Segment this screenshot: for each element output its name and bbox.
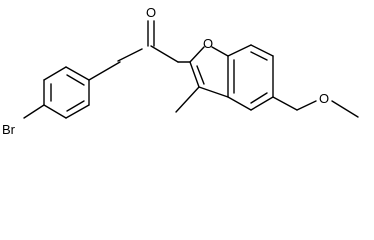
bond <box>23 104 45 119</box>
bond <box>150 45 179 63</box>
molecule-drawing: O O O Br <box>2 5 359 137</box>
bond <box>250 51 268 61</box>
atom-label-bromine: Br <box>2 122 16 137</box>
bond <box>189 61 200 88</box>
bond <box>196 65 205 85</box>
bond <box>175 86 200 113</box>
bonds <box>23 20 359 119</box>
bond <box>117 48 143 62</box>
atom-label-carbonyl-oxygen: O <box>146 5 156 20</box>
bond <box>88 61 121 81</box>
bond <box>65 104 90 119</box>
bond <box>272 96 298 111</box>
bond <box>65 66 90 81</box>
bond <box>211 46 229 57</box>
atom-label-methoxy-oxygen: O <box>319 91 329 106</box>
bond <box>43 104 67 119</box>
bond <box>66 100 85 112</box>
bond <box>250 44 274 57</box>
bond <box>189 46 205 63</box>
bond <box>227 44 252 57</box>
bond <box>198 86 229 98</box>
bond <box>296 100 317 111</box>
atom-labels: O O O Br <box>2 5 329 137</box>
structure-diagram: O O O Br <box>2 5 359 137</box>
bond <box>331 100 359 118</box>
bond <box>227 96 252 111</box>
bond <box>43 66 67 81</box>
bond <box>250 92 268 104</box>
bond <box>66 74 85 86</box>
bond <box>250 96 274 111</box>
atom-label-furan-oxygen: O <box>203 36 213 51</box>
